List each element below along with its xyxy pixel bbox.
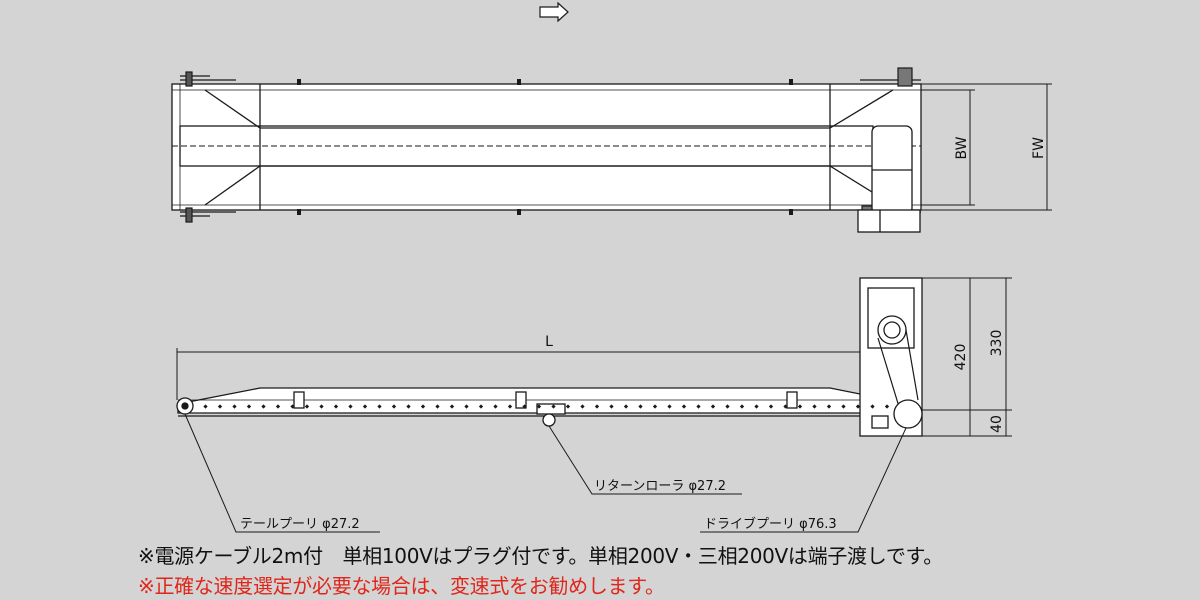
belt-stud bbox=[870, 404, 875, 409]
belt-stud bbox=[522, 404, 527, 409]
belt-stud bbox=[246, 404, 252, 409]
return-roller-callout: リターンローラ φ27.2 bbox=[594, 479, 726, 494]
belt-stud bbox=[449, 404, 455, 409]
belt-stud bbox=[754, 404, 759, 409]
belt-stud bbox=[261, 404, 266, 409]
belt-stud bbox=[478, 404, 484, 409]
belt-stud bbox=[565, 404, 571, 409]
belt-stud bbox=[275, 404, 281, 409]
lower-guide bbox=[204, 165, 894, 206]
upper-guide bbox=[204, 89, 894, 129]
belt-stud bbox=[348, 404, 353, 409]
belt-stud bbox=[855, 404, 861, 409]
belt-stud bbox=[406, 404, 411, 409]
belt-stud bbox=[667, 404, 672, 409]
belt-stud bbox=[609, 404, 614, 409]
belt-stud bbox=[739, 404, 745, 409]
belt-stud bbox=[304, 404, 310, 409]
drive-chain bbox=[877, 329, 919, 411]
belt-stud bbox=[594, 404, 600, 409]
belt-stud bbox=[203, 404, 208, 409]
motor-pulley bbox=[877, 315, 907, 345]
frame-bolts bbox=[297, 79, 793, 215]
height-420-label: 420 bbox=[953, 344, 969, 371]
belt-stud bbox=[681, 404, 687, 409]
belt-stud bbox=[290, 404, 295, 409]
drive-pulley bbox=[893, 399, 923, 429]
belt-stud bbox=[551, 404, 556, 409]
belt-stud bbox=[391, 404, 397, 409]
belt-stud bbox=[217, 404, 223, 409]
height-40-label: 40 bbox=[989, 415, 1005, 433]
belt-stud bbox=[377, 404, 382, 409]
belt-stud bbox=[725, 404, 730, 409]
arrow-right-icon bbox=[539, 1, 569, 23]
side-brackets bbox=[293, 391, 798, 409]
belt-stud bbox=[768, 404, 774, 409]
belt-stud bbox=[884, 404, 890, 409]
belt-stud bbox=[435, 404, 440, 409]
belt-stud bbox=[841, 404, 846, 409]
width-dimensions bbox=[921, 83, 1052, 211]
fw-label: FW bbox=[1031, 137, 1047, 159]
length-label: L bbox=[545, 334, 553, 350]
belt-stud bbox=[710, 404, 716, 409]
return-roller-bracket bbox=[536, 403, 566, 415]
plan-view bbox=[171, 67, 1052, 233]
tail-pulley-callout: テールプーリ φ27.2 bbox=[240, 517, 360, 532]
height-330-label: 330 bbox=[989, 330, 1005, 357]
belt-stud bbox=[232, 404, 237, 409]
drive-pulley-callout: ドライブプーリ φ76.3 bbox=[704, 516, 837, 532]
belt-stud bbox=[783, 404, 788, 409]
belt-stud bbox=[507, 404, 513, 409]
tail-takeup-bolts bbox=[180, 71, 236, 223]
belt-stud bbox=[333, 404, 339, 409]
belt-stud bbox=[493, 404, 498, 409]
belt-stud bbox=[536, 404, 542, 409]
belt-studs bbox=[203, 404, 890, 409]
belt-stud bbox=[638, 404, 643, 409]
belt-stud bbox=[652, 404, 658, 409]
belt-stud bbox=[580, 404, 585, 409]
height-dimensions bbox=[922, 277, 1012, 437]
cable-note: ※電源ケーブル2m付 単相100Vはプラグ付です。単相200V・三相200Vは端… bbox=[138, 544, 943, 568]
belt-stud bbox=[826, 404, 832, 409]
return-roller bbox=[542, 413, 556, 427]
belt-stud bbox=[797, 404, 803, 409]
belt-stud bbox=[362, 404, 368, 409]
belt-stud bbox=[464, 404, 469, 409]
belt-stud bbox=[319, 404, 324, 409]
gear-box bbox=[857, 209, 921, 233]
belt-stud bbox=[420, 404, 426, 409]
belt-stud bbox=[696, 404, 701, 409]
callout-leaders bbox=[184, 413, 907, 533]
bw-label: BW bbox=[954, 136, 970, 159]
speed-note: ※正確な速度選定が必要な場合は、変速式をお勧めします。 bbox=[138, 574, 665, 598]
belt-stud bbox=[623, 404, 629, 409]
belt-stud bbox=[812, 404, 817, 409]
